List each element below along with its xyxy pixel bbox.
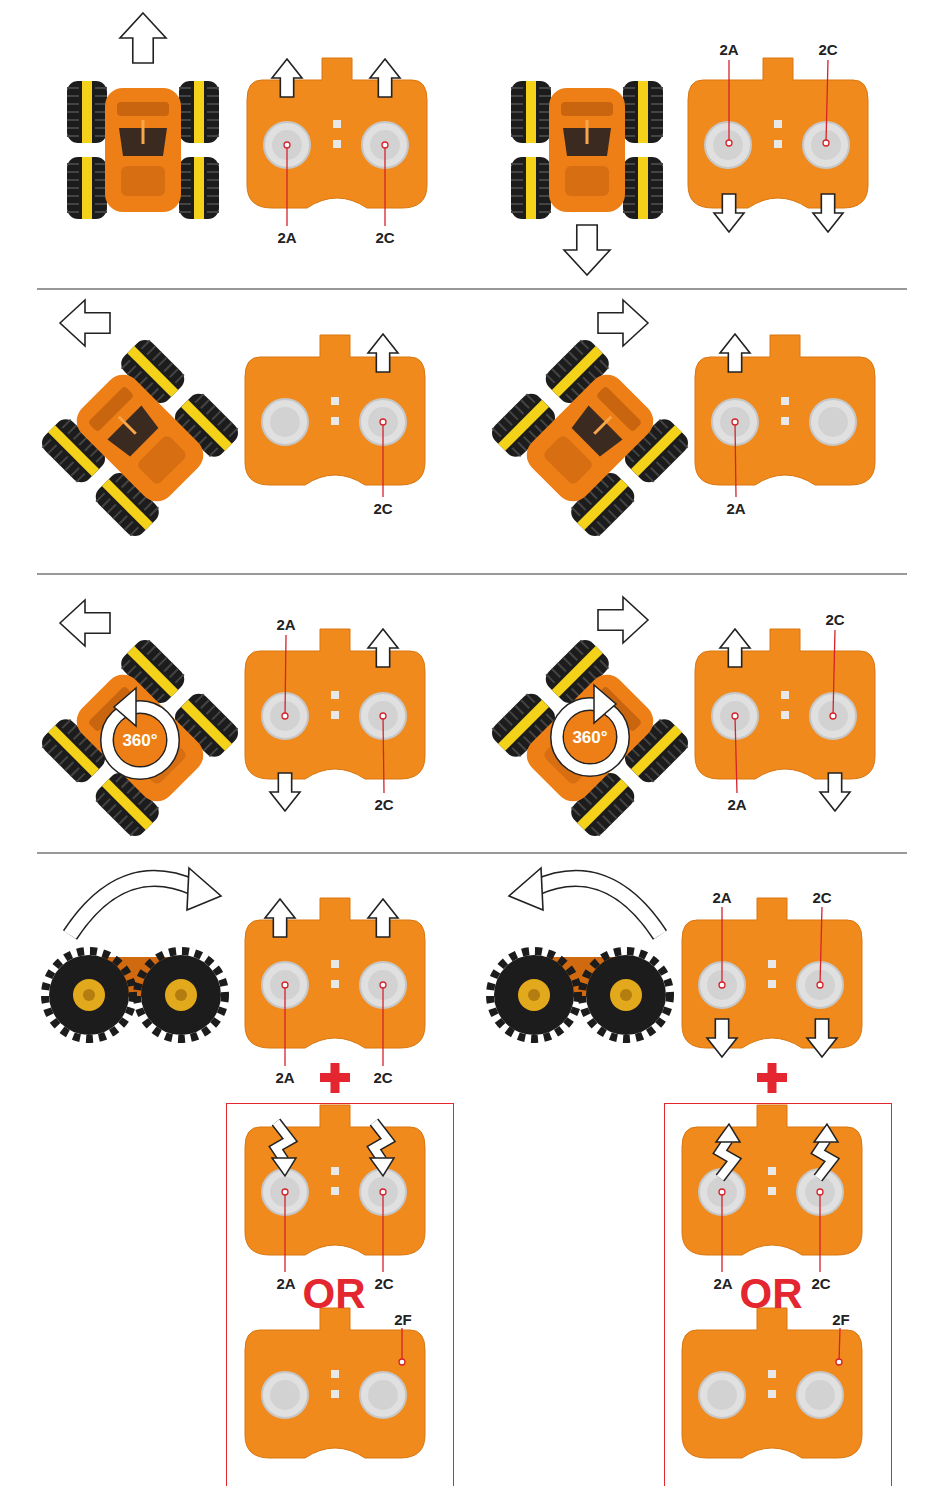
push-arrow (814, 1124, 838, 1178)
flip-arrow (70, 868, 221, 935)
callout-label: 2C (375, 230, 394, 245)
direction-arrow (813, 194, 843, 232)
leader-line (732, 713, 738, 793)
callout-label: 2A (719, 42, 738, 57)
leader-line (282, 982, 288, 1066)
leader-line (817, 907, 823, 988)
rotation-label: 360° (572, 729, 607, 746)
direction-arrow (368, 629, 398, 667)
rotation-symbol (557, 685, 623, 770)
direction-arrow (368, 334, 398, 372)
callout-label: 2A (275, 1070, 294, 1085)
or-word: OR (303, 1273, 366, 1315)
callout-label: 2C (825, 612, 844, 627)
remote-control (682, 1308, 862, 1458)
car-top-view (67, 81, 219, 219)
leader-line (282, 1189, 288, 1272)
rotation-symbol (107, 688, 173, 773)
remote-control (247, 58, 427, 208)
leader-line (284, 142, 290, 226)
leader-line (726, 60, 732, 146)
direction-arrow (60, 600, 110, 646)
leader-line (719, 907, 725, 988)
direction-arrow (707, 1019, 737, 1057)
push-arrow (370, 1122, 394, 1176)
remote-control (688, 58, 868, 208)
callout-label: 2C (374, 1276, 393, 1291)
option-box: 2A OR 2C 2F (664, 1103, 892, 1486)
callout-label: 2A (276, 617, 295, 632)
plus-sign (757, 1063, 787, 1093)
or-word: OR (740, 1273, 803, 1315)
callout-label: 2A (276, 1276, 295, 1291)
divider (37, 574, 907, 575)
remote-control (245, 898, 425, 1048)
leader-line (380, 982, 386, 1066)
car-top-view (511, 81, 663, 219)
callout-label: 2F (394, 1312, 412, 1327)
car-top-view (37, 635, 242, 840)
direction-arrow (272, 59, 302, 97)
car-top-view (37, 335, 242, 540)
direction-arrow (720, 629, 750, 667)
push-arrow (716, 1124, 740, 1178)
callout-label: 2C (812, 890, 831, 905)
car-side-view (490, 951, 670, 1039)
remote-control (695, 629, 875, 779)
direction-arrow (564, 225, 610, 275)
leader-line (380, 1189, 386, 1272)
leader-line (282, 635, 288, 719)
direction-arrow (598, 300, 648, 346)
remote-control (682, 1105, 862, 1255)
callout-label: 2A (727, 797, 746, 812)
car-top-view (487, 635, 692, 840)
callout-label: 2A (277, 230, 296, 245)
plus-sign (320, 1063, 350, 1093)
remote-control (682, 898, 862, 1048)
callout-label: 2C (811, 1276, 830, 1291)
leader-line (719, 1189, 725, 1272)
remote-control (245, 335, 425, 485)
leader-line (823, 60, 829, 146)
callout-label: 2A (712, 890, 731, 905)
direction-arrow (598, 597, 648, 643)
divider (37, 289, 907, 290)
leader-line (830, 630, 836, 719)
callout-label: 2C (818, 42, 837, 57)
leader-line (380, 713, 386, 793)
divider (37, 853, 907, 854)
leader-line (382, 142, 388, 226)
leader-line (732, 419, 738, 497)
flip-arrow (509, 868, 660, 935)
leader-line (836, 1328, 842, 1365)
leader-line (399, 1328, 405, 1365)
direction-arrow (807, 1019, 837, 1057)
direction-arrow (368, 899, 398, 937)
direction-arrow (720, 334, 750, 372)
direction-arrow (120, 13, 166, 63)
leader-line (817, 1189, 823, 1272)
callout-label: 2A (726, 501, 745, 516)
direction-arrow (265, 899, 295, 937)
direction-arrow (370, 59, 400, 97)
callout-label: 2C (373, 1070, 392, 1085)
option-box: 2A OR 2C 2F (226, 1103, 454, 1486)
callout-label: 2C (373, 501, 392, 516)
callout-label: 2F (832, 1312, 850, 1327)
direction-arrow (270, 773, 300, 811)
callout-label: 2A (713, 1276, 732, 1291)
car-side-view (45, 951, 225, 1039)
remote-control (245, 1105, 425, 1255)
car-top-view (487, 335, 692, 540)
push-arrow (272, 1122, 296, 1176)
rotation-label: 360° (122, 732, 157, 749)
remote-control (245, 629, 425, 779)
direction-arrow (60, 300, 110, 346)
direction-arrow (714, 194, 744, 232)
direction-arrow (820, 773, 850, 811)
remote-control (695, 335, 875, 485)
leader-line (380, 419, 386, 497)
callout-label: 2C (374, 797, 393, 812)
remote-control (245, 1308, 425, 1458)
